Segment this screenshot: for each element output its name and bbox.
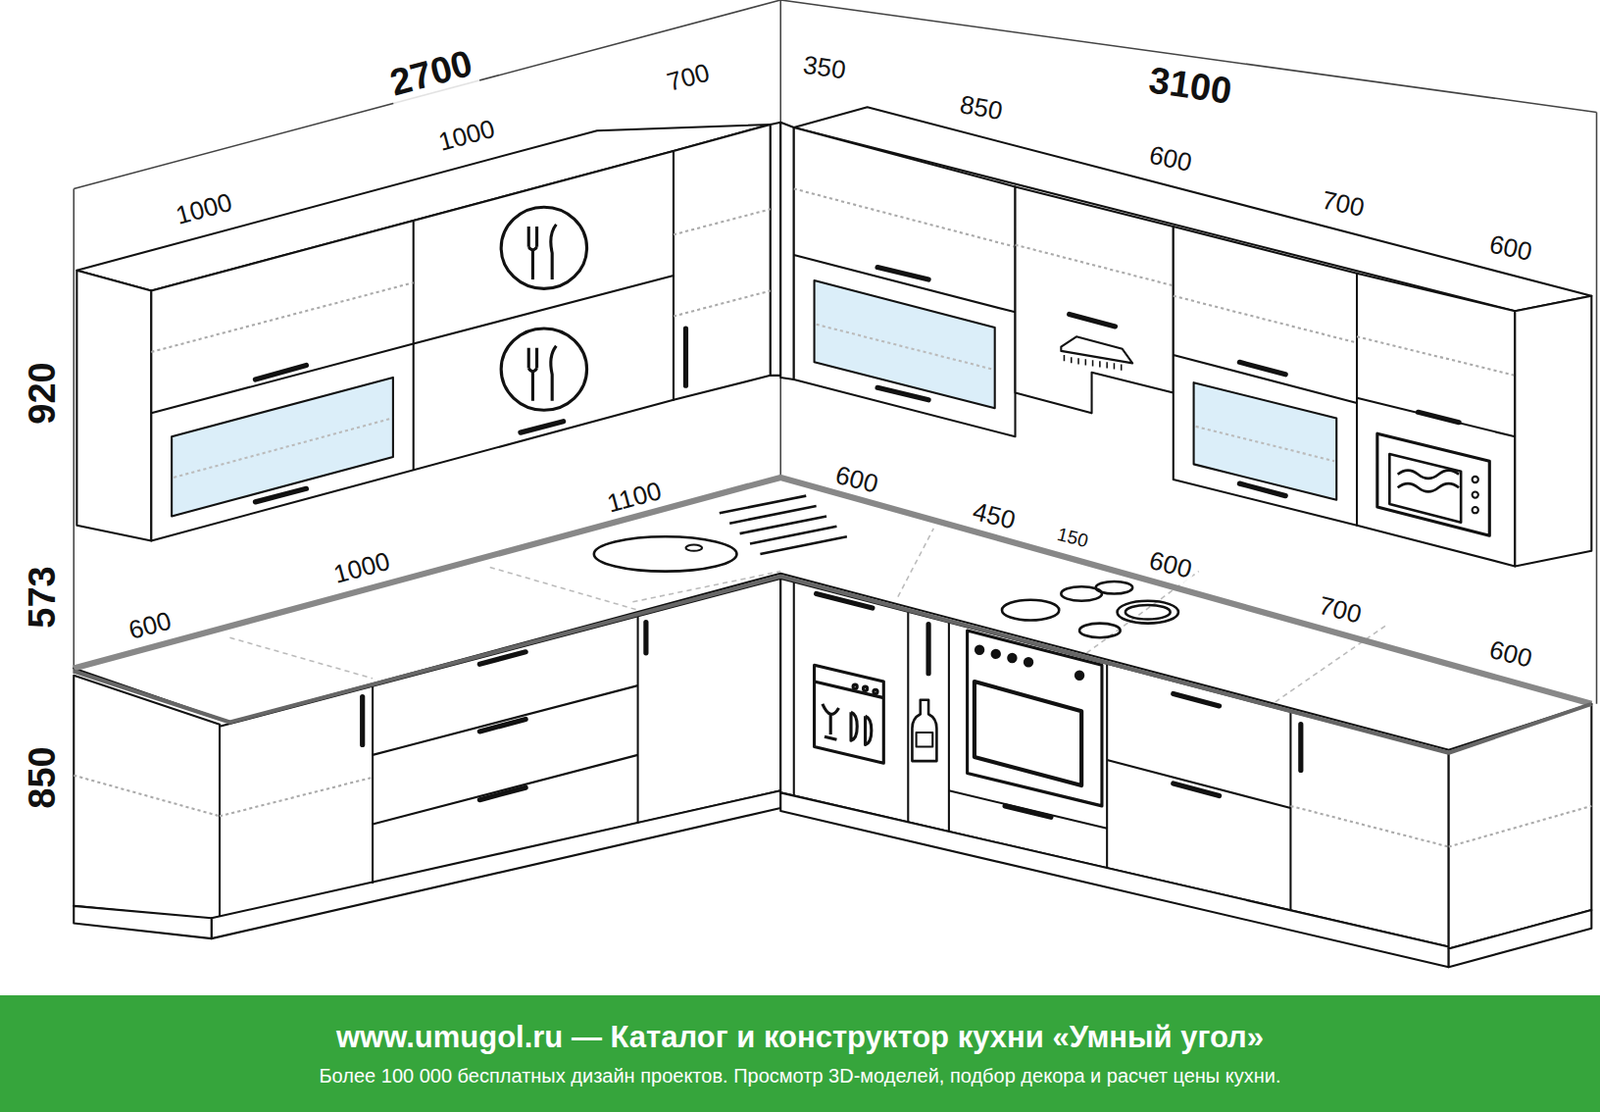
dimension-label: 700 (1316, 185, 1370, 223)
footer-subtitle: Более 100 000 бесплатных дизайн проектов… (318, 1062, 1281, 1089)
dimension-label: 1000 (432, 113, 500, 157)
dimension-label: 700 (1312, 591, 1367, 631)
dimension-label: 2700 (383, 42, 480, 105)
dimension-label: 150 (1051, 523, 1094, 552)
dimension-label: 350 (799, 50, 851, 85)
dimension-label: 600 (1484, 229, 1538, 267)
footer-title: www.umugol.ru — Каталог и конструктор ку… (336, 1018, 1264, 1055)
dimension-label: 573 (22, 562, 64, 631)
dimension-label: 850 (22, 743, 64, 811)
dimension-label: 1000 (170, 187, 239, 231)
dimension-label: 920 (22, 358, 64, 427)
dimension-label: 600 (1484, 634, 1539, 674)
dimension-label: 600 (1144, 140, 1198, 178)
dimension-label: 700 (660, 57, 715, 98)
dimension-label: 3100 (1143, 59, 1237, 113)
footer-band: www.umugol.ru — Каталог и конструктор ку… (0, 995, 1600, 1112)
dimension-label: 850 (954, 90, 1008, 127)
